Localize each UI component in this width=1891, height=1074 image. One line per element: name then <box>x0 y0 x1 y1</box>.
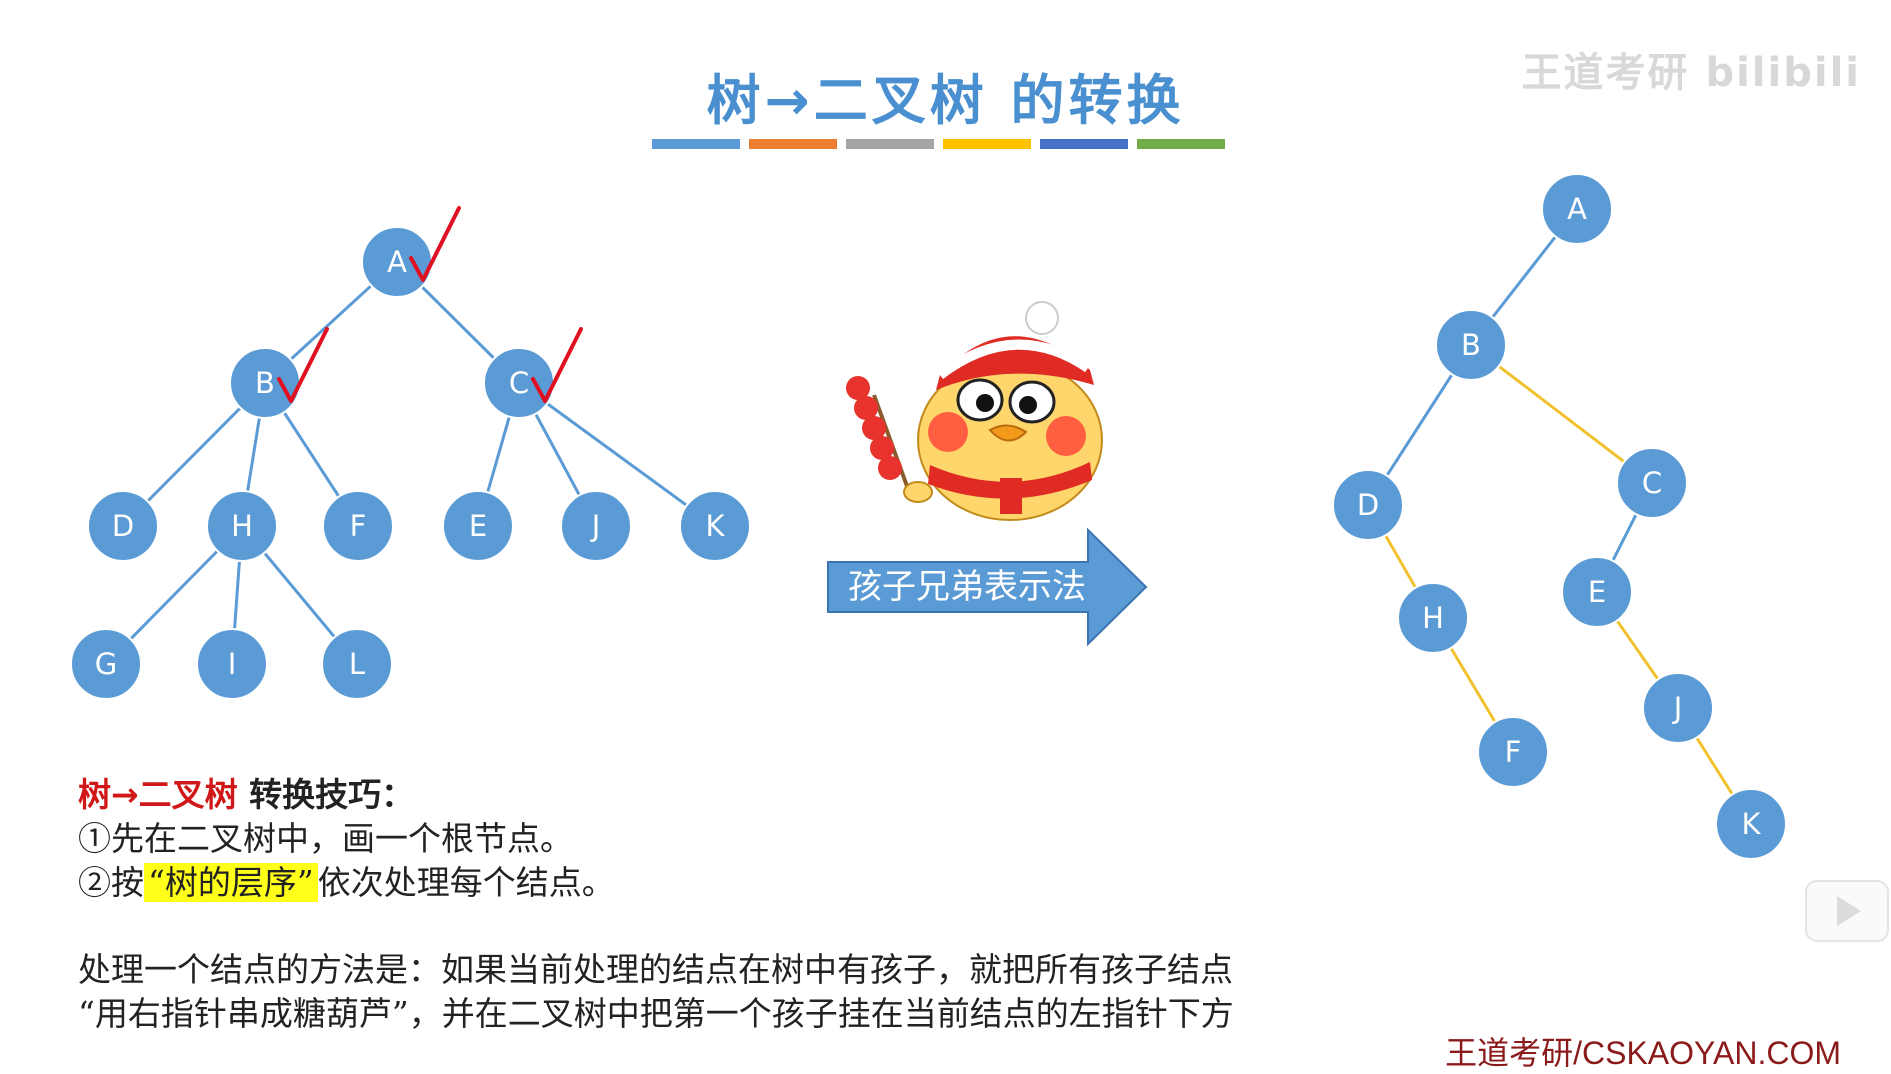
left-node-circle-G <box>70 628 142 700</box>
right-node-label-J: J <box>1672 691 1683 725</box>
method-line1: 处理一个结点的方法是：如果当前处理的结点在树中有孩子，就把所有孩子结点 <box>78 950 1233 989</box>
left-node-I: I <box>196 628 268 700</box>
left-node-circle-H <box>206 490 278 562</box>
left-node-circle-E <box>442 490 514 562</box>
tips-heading-rest: 转换技巧： <box>237 775 415 814</box>
left-tree-edges <box>104 260 716 666</box>
right-node-F: F <box>1477 716 1549 788</box>
left-node-C: C <box>483 347 555 419</box>
left-node-label-E: E <box>469 509 487 543</box>
title-bar-3 <box>846 139 934 149</box>
right-node-circle-B <box>1435 309 1507 381</box>
processing-method: 处理一个结点的方法是：如果当前处理的结点在树中有孩子，就把所有孩子结点 “用右指… <box>78 948 1234 1036</box>
check-mark-B <box>277 327 329 403</box>
left-node-label-I: I <box>228 647 237 681</box>
left-tree-nodes: A B C D H F E J K G I L <box>70 226 751 700</box>
left-node-label-D: D <box>112 509 134 543</box>
left-node-H: H <box>206 490 278 562</box>
tips-step2: ②按“树的层序”依次处理每个结点。 <box>78 861 615 905</box>
left-node-label-F: F <box>350 509 367 543</box>
right-node-label-B: B <box>1461 328 1481 362</box>
tips-step2-suffix: 依次处理每个结点。 <box>317 863 615 902</box>
tips-heading: 树→二叉树 转换技巧： <box>78 773 615 817</box>
right-tree-nodes: A B D C H E F J K <box>1332 173 1787 860</box>
page-title: 树→二叉树 的转换 <box>706 69 1185 132</box>
left-node-F: F <box>322 490 394 562</box>
right-node-circle-J <box>1642 672 1714 744</box>
tips-step2-prefix: ②按 <box>78 863 144 902</box>
left-edge-C-K <box>518 381 716 528</box>
right-node-label-K: K <box>1741 807 1761 841</box>
title-bar-6 <box>1137 139 1225 149</box>
left-node-label-B: B <box>255 366 275 400</box>
right-node-E: E <box>1561 556 1633 628</box>
right-node-K: K <box>1715 788 1787 860</box>
left-node-K: K <box>679 490 751 562</box>
left-node-L: L <box>321 628 393 700</box>
right-node-circle-A <box>1541 173 1613 245</box>
left-node-J: J <box>560 490 632 562</box>
right-node-D: D <box>1332 469 1404 541</box>
right-node-circle-D <box>1332 469 1404 541</box>
right-node-label-A: A <box>1567 192 1587 226</box>
right-node-circle-K <box>1715 788 1787 860</box>
title-bar-4 <box>943 139 1031 149</box>
play-icon <box>1837 896 1861 926</box>
footer-brand: 王道考研/CSKAOYAN.COM <box>1445 1035 1841 1071</box>
title-bar-5 <box>1040 139 1128 149</box>
left-node-A: A <box>361 226 433 298</box>
right-edge-B-C <box>1470 343 1653 485</box>
right-node-circle-E <box>1561 556 1633 628</box>
left-node-label-G: G <box>95 647 117 681</box>
right-node-circle-F <box>1477 716 1549 788</box>
left-node-label-A: A <box>387 245 407 279</box>
method-line2: “用右指针串成糖葫芦”，并在二叉树中把第一个孩子挂在当前结点的左指针下方 <box>78 994 1234 1033</box>
right-node-label-H: H <box>1422 601 1444 635</box>
left-node-label-J: J <box>590 509 601 543</box>
left-node-label-K: K <box>705 509 725 543</box>
title-bar-1 <box>652 139 740 149</box>
check-mark-A <box>409 206 461 282</box>
check-marks <box>277 206 583 403</box>
left-node-circle-F <box>322 490 394 562</box>
left-node-label-L: L <box>349 647 365 681</box>
conversion-arrow-label: 孩子兄弟表示法 <box>848 567 1086 607</box>
right-node-label-D: D <box>1357 488 1379 522</box>
right-node-circle-C <box>1616 447 1688 519</box>
title-bar-2 <box>749 139 837 149</box>
left-node-circle-J <box>560 490 632 562</box>
left-node-circle-K <box>679 490 751 562</box>
left-node-circle-L <box>321 628 393 700</box>
right-node-label-C: C <box>1642 466 1662 500</box>
title-underline-bars <box>0 139 1891 151</box>
tips-step1: ①先在二叉树中，画一个根节点。 <box>78 819 573 858</box>
left-node-label-C: C <box>509 366 529 400</box>
right-node-A: A <box>1541 173 1613 245</box>
right-node-H: H <box>1397 582 1469 654</box>
bilibili-watermark: 王道考研 bilibili <box>1521 50 1861 96</box>
tips-step2-highlight: “树的层序” <box>144 863 318 902</box>
conversion-arrow: 孩子兄弟表示法 <box>827 527 1148 647</box>
right-node-circle-H <box>1397 582 1469 654</box>
left-node-circle-I <box>196 628 268 700</box>
left-node-B: B <box>229 347 301 419</box>
snowman-mascot <box>846 301 1103 521</box>
play-button[interactable] <box>1805 880 1889 942</box>
left-node-label-H: H <box>231 509 253 543</box>
right-node-label-F: F <box>1505 735 1522 769</box>
tips-heading-red: 树→二叉树 <box>78 775 238 814</box>
conversion-tips: 树→二叉树 转换技巧： ①先在二叉树中，画一个根节点。 ②按“树的层序”依次处理… <box>78 773 615 905</box>
right-node-label-E: E <box>1588 575 1606 609</box>
right-node-C: C <box>1616 447 1688 519</box>
left-node-G: G <box>70 628 142 700</box>
left-node-E: E <box>442 490 514 562</box>
right-node-B: B <box>1435 309 1507 381</box>
right-node-J: J <box>1642 672 1714 744</box>
left-node-D: D <box>87 490 159 562</box>
left-node-circle-D <box>87 490 159 562</box>
check-mark-C <box>531 327 583 403</box>
